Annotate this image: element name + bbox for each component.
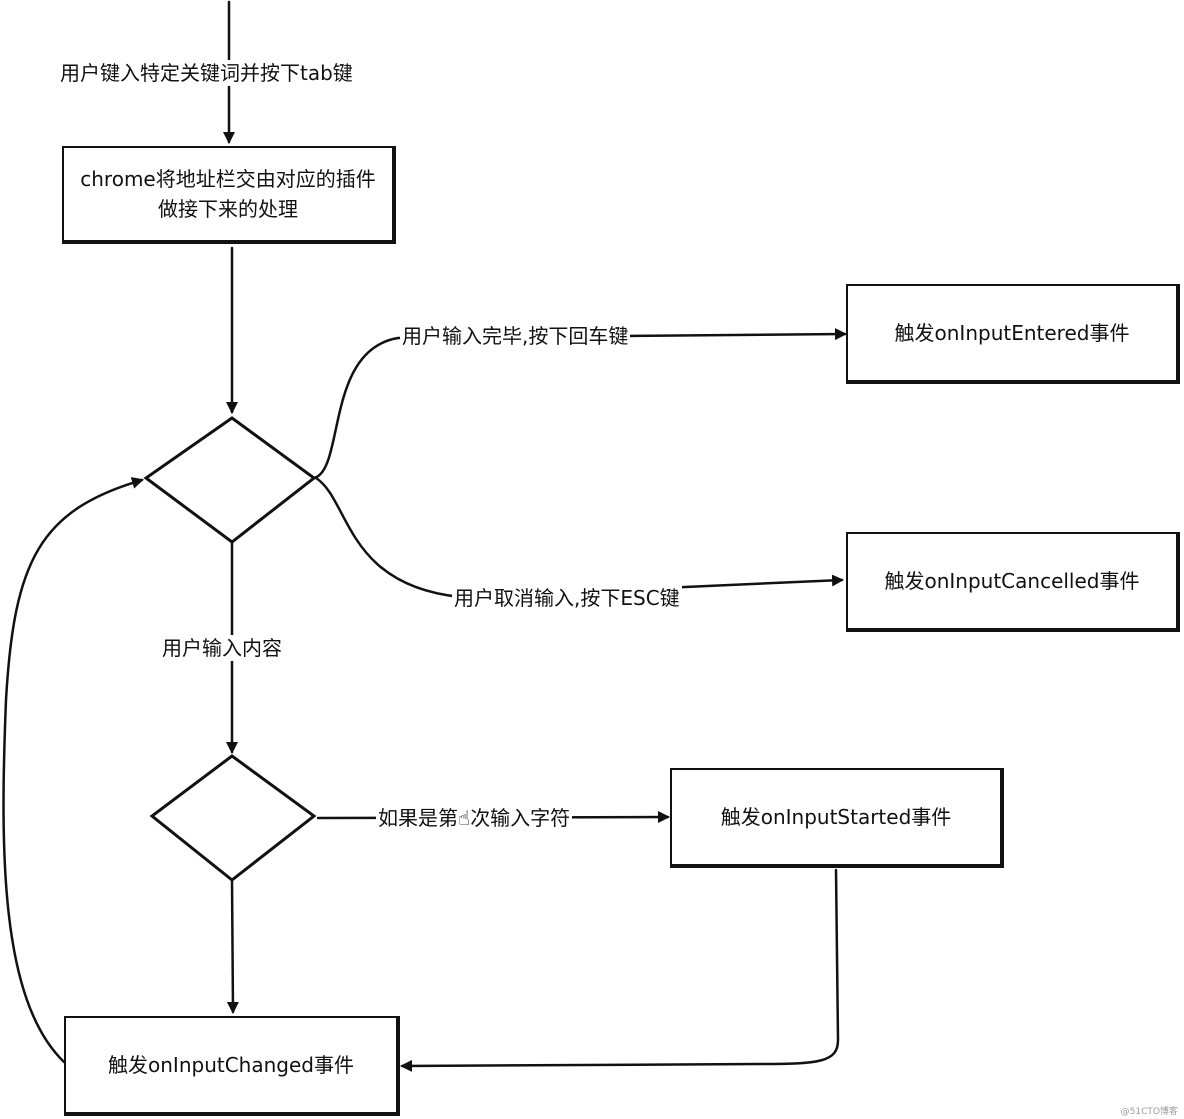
entered-box-text: 触发onInputEntered事件 xyxy=(894,321,1130,345)
changed-box: 触发onInputChanged事件 xyxy=(64,1016,400,1116)
first-char-text: 如果是第 xyxy=(378,806,458,830)
first-char-label: 如果是第☝次输入字符 xyxy=(376,805,573,831)
arrow-to-changed xyxy=(226,878,239,1014)
watermark: @51CTO博客 xyxy=(1120,1107,1178,1117)
start-label: 用户键入特定关键词并按下tab键 xyxy=(58,60,355,86)
changed-box-text: 触发onInputChanged事件 xyxy=(108,1053,354,1077)
arrow-loop-back xyxy=(2,477,144,1064)
entered-box: 触发onInputEntered事件 xyxy=(846,284,1180,384)
decision-diamond-2 xyxy=(149,754,317,882)
arrow-to-cancelled xyxy=(314,476,844,599)
decision-diamond-1 xyxy=(143,416,317,544)
cancelled-label: 用户取消输入,按下ESC键 xyxy=(452,585,682,611)
cancelled-box: 触发onInputCancelled事件 xyxy=(846,532,1180,632)
chrome-box-text: chrome将地址栏交由对应的插件做接下来的处理 xyxy=(80,167,376,221)
started-box-text: 触发onInputStarted事件 xyxy=(720,805,952,829)
arrow-started-to-changed xyxy=(400,868,840,1072)
started-box: 触发onInputStarted事件 xyxy=(670,768,1004,868)
chrome-box: chrome将地址栏交由对应的插件做接下来的处理 xyxy=(62,146,396,244)
entered-label: 用户输入完毕,按下回车键 xyxy=(400,323,631,349)
arrow-to-entered xyxy=(312,328,847,480)
cancelled-box-text: 触发onInputCancelled事件 xyxy=(884,569,1140,593)
input-label: 用户输入内容 xyxy=(160,635,284,661)
pointing-finger-icon: ☝ xyxy=(458,806,471,830)
first-char-text-rest: 次输入字符 xyxy=(470,806,571,830)
